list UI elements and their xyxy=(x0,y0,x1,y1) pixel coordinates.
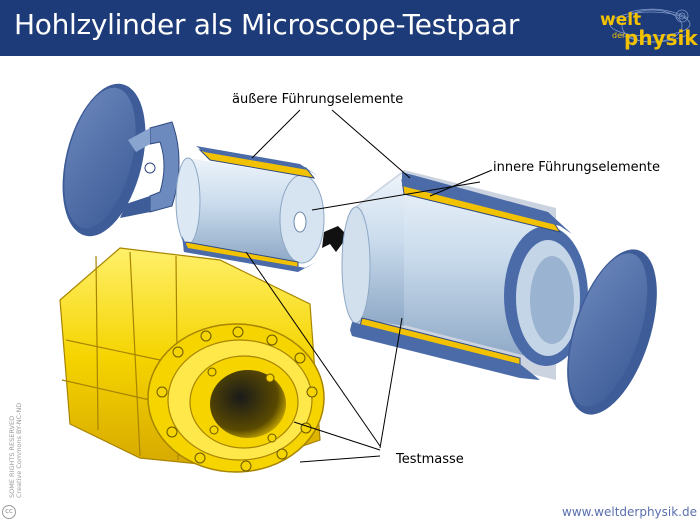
outer-test-mass-cylinder xyxy=(341,170,588,380)
right-end-cap xyxy=(567,249,657,415)
assembled-test-mass xyxy=(59,247,325,473)
leader-lines xyxy=(245,109,493,463)
welt-der-physik-logo[interactable]: welt der physik xyxy=(590,4,698,54)
header-bar: Hohlzylinder als Microscope-Testpaar wel… xyxy=(0,0,700,56)
logo-welt-text: welt xyxy=(600,10,642,30)
clamp-piece xyxy=(120,121,180,218)
footer-url-link[interactable]: www.weltderphysik.de xyxy=(562,505,697,519)
license-line-2: Creative Commons BY-NC-ND xyxy=(15,402,23,498)
license-text: SOME RIGHTS RESERVED Creative Commons BY… xyxy=(8,402,23,498)
label-test-mass: Testmasse xyxy=(396,452,464,467)
logo-swirl-icon xyxy=(609,8,691,43)
label-inner-guide-elements: innere Führungselemente xyxy=(493,160,660,175)
arrow-right-icon xyxy=(322,226,348,252)
page-title: Hohlzylinder als Microscope-Testpaar xyxy=(14,8,520,41)
logo-der-text: der xyxy=(612,31,626,40)
hollow-cylinder-diagram xyxy=(59,83,657,473)
inner-test-mass-cylinder xyxy=(175,146,325,272)
left-end-cap xyxy=(62,83,146,237)
creative-commons-icon[interactable]: cc xyxy=(2,505,16,519)
label-outer-guide-elements: äußere Führungselemente xyxy=(232,92,404,107)
logo-physik-text: physik xyxy=(624,26,698,50)
